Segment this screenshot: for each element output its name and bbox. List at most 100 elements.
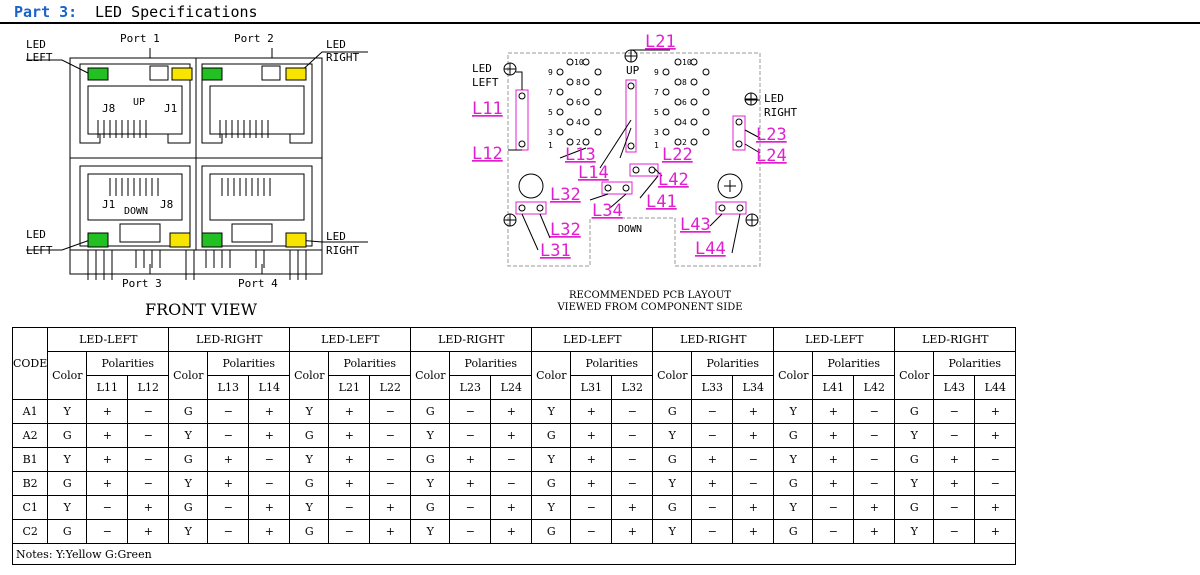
polarity-cell: +: [570, 447, 613, 472]
polarity-cell: −: [691, 423, 734, 448]
polarities-header: Polarities: [933, 351, 1017, 376]
polarity-cell: −: [207, 495, 250, 520]
pcb-label-led-right-2: RIGHT: [764, 106, 797, 119]
pcb-label-l32b: L32: [550, 220, 581, 240]
color-cell: Y: [168, 423, 209, 448]
pin-label-10-right: 10: [682, 58, 692, 67]
pin-label-7-left: 7: [548, 88, 553, 97]
color-cell: Y: [47, 447, 88, 472]
polarity-cell: +: [86, 399, 129, 424]
box-l43-l44: [715, 201, 747, 215]
color-cell: G: [773, 519, 814, 544]
polarity-cell: −: [853, 423, 896, 448]
table-notes: Notes: Y:Yellow G:Green: [11, 543, 1017, 565]
group-header: LED-LEFT: [289, 327, 412, 352]
color-cell: G: [168, 495, 209, 520]
pin-label-4-left: 4: [576, 118, 581, 127]
group-header-row: CODE LED-LEFT LED-RIGHT LED-LEFT LED-RIG…: [11, 327, 1017, 400]
color-cell: G: [652, 447, 693, 472]
polarity-cell: +: [570, 423, 613, 448]
polarity-cell: −: [449, 495, 492, 520]
polarity-cell: −: [691, 399, 734, 424]
label-led-right-top-1: LED: [326, 38, 346, 51]
polarity-cell: +: [812, 471, 855, 496]
color-cell: Y: [652, 519, 693, 544]
color-cell: G: [531, 423, 572, 448]
polarity-cell: −: [691, 495, 734, 520]
color-cell: G: [531, 519, 572, 544]
polarity-cell: +: [933, 447, 976, 472]
color-cell: Y: [289, 447, 330, 472]
label-port2: Port 2: [234, 32, 274, 45]
label-port4: Port 4: [238, 277, 278, 290]
polarity-cell: +: [691, 447, 734, 472]
color-header: Color: [168, 351, 209, 400]
color-cell: Y: [289, 399, 330, 424]
group-header: LED-RIGHT: [894, 327, 1017, 352]
polarity-cell: +: [732, 519, 775, 544]
polarity-cell: −: [207, 519, 250, 544]
color-header: Color: [410, 351, 451, 400]
color-header: Color: [531, 351, 572, 400]
jack-port2: [201, 63, 313, 144]
label-led-left-top-1: LED: [26, 38, 46, 51]
pcb-label-l23: L23: [756, 125, 787, 145]
group-header: LED-LEFT: [531, 327, 654, 352]
header-rule: [0, 22, 1200, 24]
led-spec-table: CODE LED-LEFT LED-RIGHT LED-LEFT LED-RIG…: [11, 327, 1017, 565]
pcb-label-l32a: L32: [550, 185, 581, 205]
polarity-cell: −: [933, 519, 976, 544]
polarity-cell: −: [933, 495, 976, 520]
box-l41-l42: [629, 163, 659, 177]
label-port1: Port 1: [120, 32, 160, 45]
front-view-title: FRONT VIEW: [145, 300, 258, 319]
led-yellow-port3: [169, 232, 191, 248]
pin-label-6-right: 6: [682, 98, 687, 107]
color-cell: G: [410, 447, 451, 472]
box-l31-l32: [515, 201, 547, 215]
color-cell: Y: [652, 471, 693, 496]
polarity-cell: +: [490, 423, 533, 448]
label-led-right-bottom-1: LED: [326, 230, 346, 243]
pin-label-3-left: 3: [548, 128, 553, 137]
led-green-port3: [87, 232, 109, 248]
polarity-cell: +: [812, 447, 855, 472]
color-cell: Y: [894, 423, 935, 448]
polarity-cell: −: [369, 447, 412, 472]
pol-label-row: L11 L12 L13 L14 L21 L22 L23 L24 L31 L32 …: [13, 375, 1017, 400]
jack-port4: [201, 165, 313, 247]
color-cell: Y: [168, 519, 209, 544]
color-cell: G: [410, 495, 451, 520]
bottom-pins: [87, 250, 307, 280]
label-up: UP: [133, 97, 145, 108]
polarity-cell: −: [207, 399, 250, 424]
pcb-label-l34: L34: [592, 201, 623, 221]
label-j1-bottom: J1: [102, 198, 115, 211]
color-cell: G: [894, 447, 935, 472]
color-cell: Y: [773, 399, 814, 424]
polarity-cell: −: [449, 399, 492, 424]
pol-label: L31: [570, 375, 613, 400]
polarity-cell: +: [490, 399, 533, 424]
polarity-cell: +: [369, 495, 412, 520]
color-cell: G: [652, 495, 693, 520]
pol-label: L41: [812, 375, 855, 400]
polarity-cell: −: [248, 447, 291, 472]
led-yellow-port4: [285, 232, 307, 248]
polarities-header: Polarities: [812, 351, 896, 376]
pcb-caption-line1: RECOMMENDED PCB LAYOUT: [569, 290, 731, 301]
polarity-cell: −: [933, 399, 976, 424]
pcb-label-l24: L24: [756, 146, 787, 166]
color-cell: Y: [531, 399, 572, 424]
pcb-label-led-right-1: LED: [764, 92, 784, 105]
part-label: Part 3:: [14, 3, 78, 21]
polarity-cell: −: [127, 423, 170, 448]
polarity-cell: +: [369, 519, 412, 544]
polarity-cell: +: [328, 471, 371, 496]
polarity-cell: −: [611, 447, 654, 472]
color-cell: Y: [894, 519, 935, 544]
